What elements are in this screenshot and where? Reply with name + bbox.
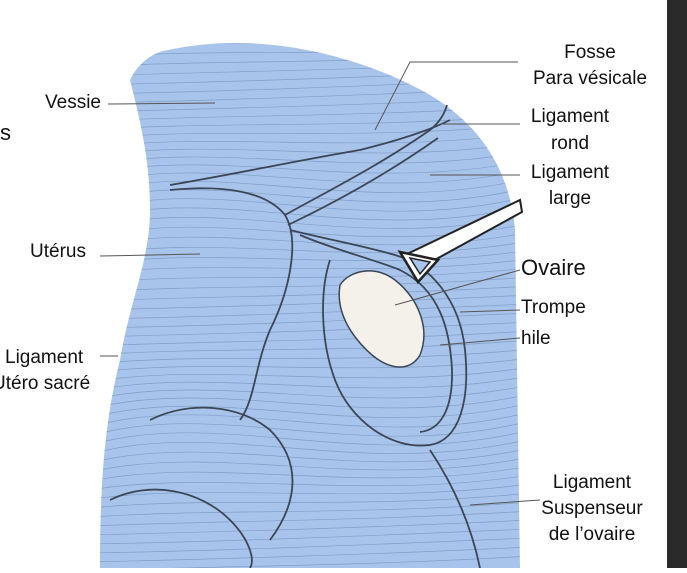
label-fosse-1: Fosse <box>564 42 616 63</box>
hatch-line <box>100 339 520 356</box>
label-suspenseur-3: de l’ovaire <box>548 524 636 545</box>
hatch-line <box>100 465 520 482</box>
hatch-line <box>100 393 520 410</box>
hatch-line <box>100 303 520 320</box>
label-ligament-utero-sacre-2: Utéro sacré <box>0 373 91 394</box>
hatch-line <box>100 438 520 455</box>
label-trompe: Trompe <box>521 297 586 318</box>
bowel-fold-2 <box>109 488 253 569</box>
label-fosse-2: Para vésicale <box>532 68 648 89</box>
hatch-line <box>100 501 520 518</box>
hatch-line <box>100 357 520 374</box>
hatch-line <box>90 25 530 40</box>
hatch-line <box>100 42 520 50</box>
label-hile: hile <box>521 328 551 349</box>
hatch-line <box>100 402 520 419</box>
label-ligament-large-2: large <box>548 188 592 209</box>
label-ligament-large-1: Ligament <box>530 162 610 183</box>
hatch-line <box>100 321 520 338</box>
cut-off-text: s <box>0 120 11 145</box>
hatch-line <box>100 492 520 509</box>
hatch-line <box>100 528 520 545</box>
hatch-line <box>100 510 520 527</box>
label-ligament-utero-sacre-1: Ligament <box>5 347 84 368</box>
ovary-shape <box>338 270 425 368</box>
label-suspenseur-2: Suspenseur <box>541 498 643 519</box>
label-ligament-rond-2: rond <box>550 133 590 154</box>
bladder-fold <box>169 119 451 186</box>
suspensory-fold <box>429 449 481 569</box>
hatch-line <box>100 555 520 569</box>
hatch-line <box>100 474 520 491</box>
label-ligament-rond-1: Ligament <box>530 106 610 127</box>
hatch-line <box>100 519 520 536</box>
label-vessie: Vessie <box>45 92 101 113</box>
label-suspenseur-1: Ligament <box>552 472 632 493</box>
hatch-line <box>100 114 520 131</box>
tube-loop-inner <box>299 234 453 433</box>
hatch-line <box>100 429 520 446</box>
label-ovaire: Ovaire <box>521 255 586 280</box>
hatch-line <box>100 420 520 437</box>
hatch-line <box>100 456 520 473</box>
round-ligament-2 <box>287 137 439 226</box>
hatch-line <box>100 366 520 383</box>
hatch-line <box>100 384 520 401</box>
hatch-line <box>100 375 520 392</box>
label-uterus: Utérus <box>30 241 86 262</box>
bowel-fold-1 <box>149 406 294 541</box>
uterus-outline <box>169 187 294 421</box>
tissue-region <box>100 42 520 569</box>
hatch-line <box>100 447 520 464</box>
leader-lines <box>99 61 541 506</box>
tube-loop <box>289 229 468 447</box>
hatch-line <box>100 285 520 302</box>
hatch-line <box>100 258 520 275</box>
hatch-line <box>100 276 520 293</box>
hatch-line <box>100 123 520 140</box>
hatch-line <box>100 483 520 500</box>
hatch-line <box>100 312 520 329</box>
hatch-line <box>100 348 520 365</box>
hatch-line <box>100 294 520 311</box>
hatch-line <box>100 411 520 428</box>
hatch-line <box>100 267 520 284</box>
hatch-line <box>100 546 520 563</box>
hatch-line <box>100 537 520 554</box>
forceps-icon <box>397 198 524 285</box>
right-frame-edge <box>667 0 687 568</box>
round-ligament <box>284 104 448 216</box>
